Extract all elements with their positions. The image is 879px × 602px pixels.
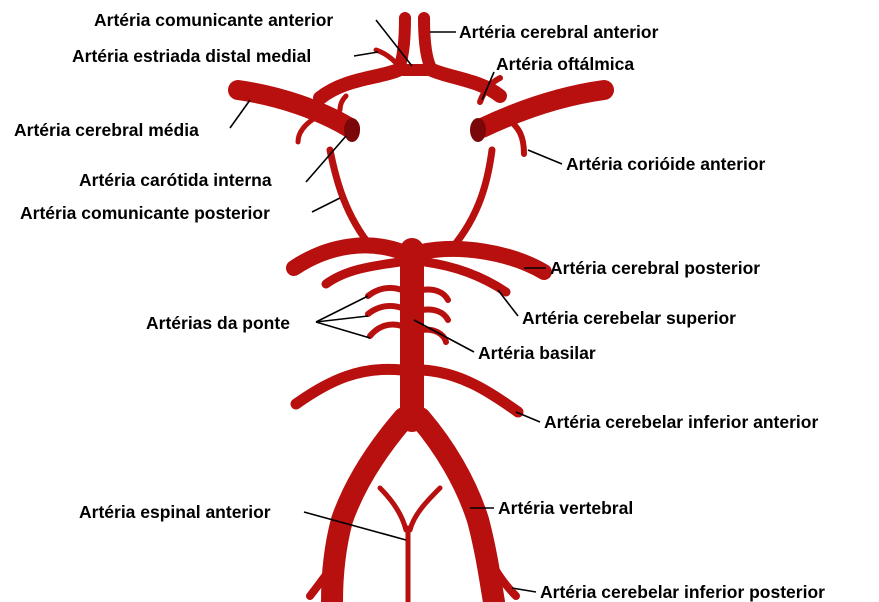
label-oftalmica: Artéria oftálmica [496, 56, 634, 74]
pontine-artery-right-2 [422, 309, 448, 320]
anterior-communicating-artery [401, 64, 429, 76]
posterior-communicating-artery-right [452, 150, 492, 248]
a1-segment-left [320, 70, 398, 98]
label-estriada-distal-medial: Artéria estriada distal medial [72, 48, 311, 66]
label-espinal-anterior: Artéria espinal anterior [79, 504, 271, 522]
label-pontinas: Artérias da ponte [146, 315, 290, 333]
label-cerebelar-inferior-anterior: Artéria cerebelar inferior anterior [544, 414, 818, 432]
internal-carotid-opening-right [470, 118, 486, 142]
anterior-cerebral-artery-right [424, 18, 432, 70]
leader-carotida-interna [306, 136, 346, 182]
label-carotida-interna: Artéria carótida interna [79, 172, 272, 190]
label-comunicante-anterior: Artéria comunicante anterior [94, 12, 333, 30]
distal-medial-striate-artery [376, 50, 395, 62]
anterior-cerebral-artery-left [398, 18, 405, 70]
anterior-spinal-artery-left-branch [380, 488, 406, 530]
pontine-artery-left-2 [368, 306, 402, 314]
leader-pontinas-1 [316, 296, 368, 322]
anterior-spinal-artery-right-branch [410, 488, 440, 530]
superior-cerebellar-artery-left [326, 262, 400, 284]
superior-cerebellar-artery-right [425, 262, 506, 292]
label-vertebral: Artéria vertebral [498, 500, 633, 518]
internal-carotid-opening-left [344, 118, 360, 142]
label-corioide-anterior: Artéria corióide anterior [566, 156, 765, 174]
leader-pontinas-2 [316, 316, 368, 322]
label-cerebelar-superior: Artéria cerebelar superior [522, 310, 736, 328]
leader-corioide-anterior [528, 150, 562, 164]
pontine-artery-left-3 [370, 324, 402, 336]
anterior-inferior-cerebellar-artery-left [296, 369, 402, 404]
pontine-artery-left-1 [368, 288, 402, 296]
vertebral-artery-right [420, 418, 494, 602]
label-cerebral-posterior: Artéria cerebral posterior [550, 260, 760, 278]
label-cerebral-anterior: Artéria cerebral anterior [459, 24, 658, 42]
leader-estriada-distal-medial [354, 52, 378, 56]
label-cerebelar-inferior-posterior: Artéria cerebelar inferior posterior [540, 584, 825, 602]
pontine-artery-right-1 [422, 289, 448, 300]
leader-comunicante-posterior [312, 198, 340, 212]
anterior-inferior-cerebellar-artery-right [422, 370, 518, 412]
carotid-branch-left-2 [340, 96, 346, 110]
vertebral-artery-left [332, 418, 404, 602]
label-cerebral-media: Artéria cerebral média [14, 122, 199, 140]
leader-cerebral-media [230, 100, 250, 128]
label-basilar: Artéria basilar [478, 345, 596, 363]
leader-pontinas-3 [316, 322, 370, 338]
label-comunicante-posterior: Artéria comunicante posterior [20, 205, 270, 223]
